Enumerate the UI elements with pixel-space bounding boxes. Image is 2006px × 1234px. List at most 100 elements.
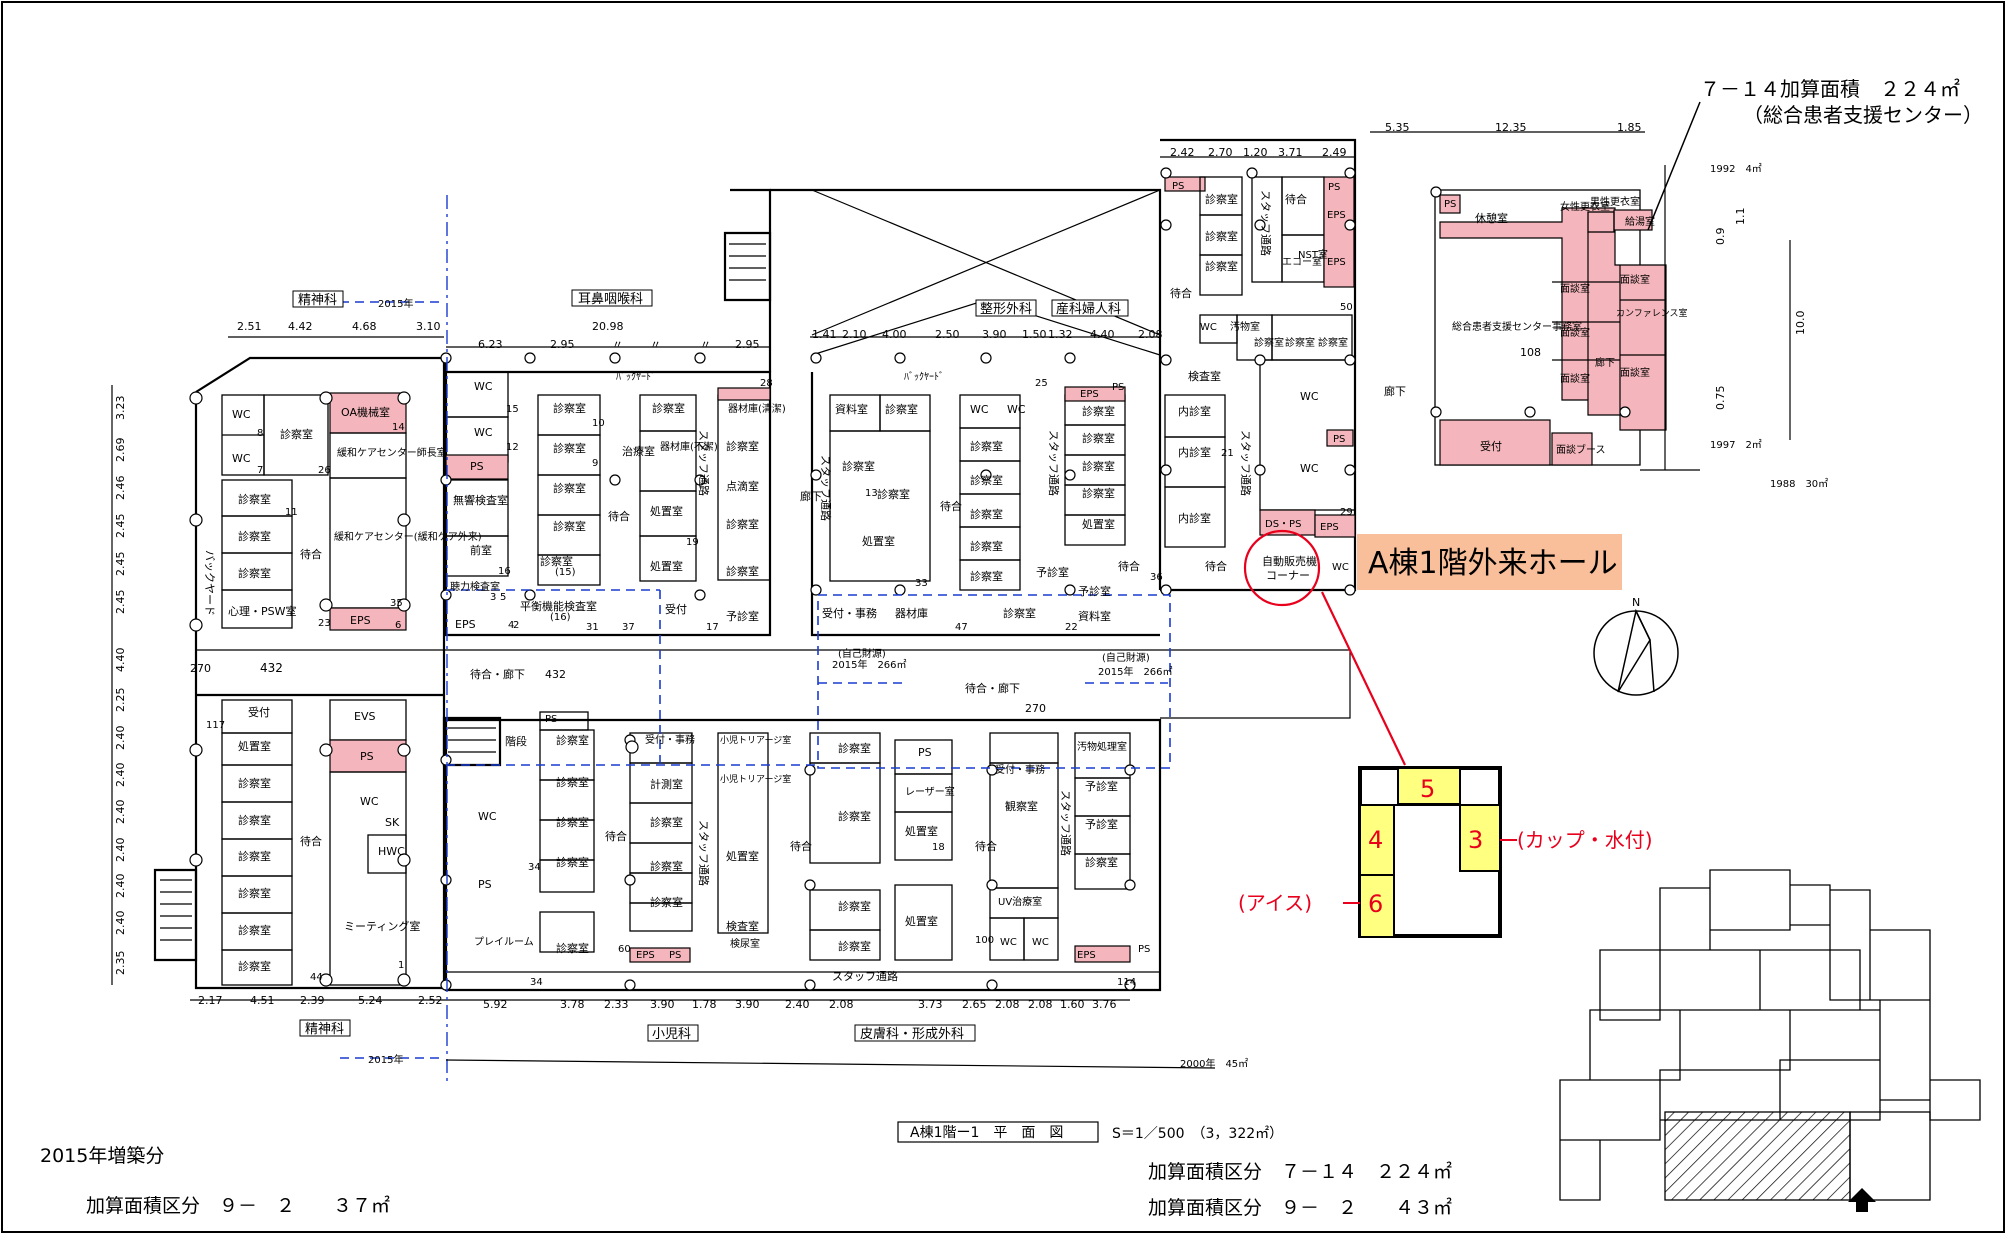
svg-text:診察室: 診察室	[885, 402, 918, 416]
svg-text:5.24: 5.24	[358, 994, 383, 1007]
svg-text:108: 108	[1520, 346, 1541, 359]
svg-text:内診室: 内診室	[1178, 445, 1211, 459]
svg-text:男性更衣室: 男性更衣室	[1590, 195, 1640, 208]
svg-text:平衡機能検査室: 平衡機能検査室	[520, 599, 597, 613]
svg-text:診察室: 診察室	[726, 564, 759, 578]
svg-text:1.32: 1.32	[1048, 328, 1073, 341]
vending-corner: 自動販売機 コーナー	[1243, 529, 1406, 766]
svg-text:診察室: 診察室	[553, 519, 586, 533]
svg-text:受付: 受付	[1480, 440, 1502, 453]
svg-text:PS: PS	[1138, 944, 1150, 955]
svg-text:19: 19	[686, 537, 699, 548]
building-walls	[153, 138, 1357, 992]
svg-text:2.45: 2.45	[114, 590, 127, 615]
svg-text:2.40: 2.40	[114, 874, 127, 899]
svg-text:WC: WC	[1032, 937, 1049, 948]
svg-text:2.40: 2.40	[114, 726, 127, 751]
svg-text:診察室: 診察室	[556, 855, 589, 869]
svg-text:5: 5	[500, 592, 506, 603]
svg-text:WC: WC	[474, 426, 493, 439]
svg-text:休憩室: 休憩室	[1475, 211, 1508, 225]
svg-text:待合: 待合	[605, 829, 627, 843]
dept-seishin-bottom: 精神科	[305, 1022, 344, 1037]
title-block: A棟1階ー1 平 面 図 S＝1／500 （3，322㎡）	[897, 1121, 1283, 1143]
svg-text:計測室: 計測室	[650, 777, 683, 791]
svg-text:内診室: 内診室	[1178, 404, 1211, 418]
svg-text:〃: 〃	[612, 338, 623, 351]
svg-text:総合患者支援センター事務室: 総合患者支援センター事務室	[1452, 320, 1582, 333]
svg-text:34: 34	[528, 862, 541, 873]
svg-text:資料室: 資料室	[835, 402, 868, 416]
label-cup: (カップ・水付)	[1517, 828, 1653, 852]
svg-text:器材庫(清潔): 器材庫(清潔)	[728, 402, 786, 415]
hall-label: A棟1階外来ホール	[1357, 534, 1622, 590]
svg-text:2015年 266㎡: 2015年 266㎡	[832, 658, 907, 671]
svg-text:29: 29	[1340, 507, 1353, 518]
svg-text:3.73: 3.73	[918, 998, 943, 1011]
svg-text:診察室: 診察室	[842, 459, 875, 473]
svg-text:3.78: 3.78	[560, 998, 585, 1011]
svg-text:11: 11	[285, 507, 298, 518]
svg-text:36: 36	[1150, 572, 1163, 583]
svg-text:DS・PS: DS・PS	[1265, 519, 1301, 530]
dept-jibi: 耳鼻咽喉科	[578, 291, 643, 307]
svg-text:20.98: 20.98	[592, 320, 624, 333]
svg-text:治療室: 治療室	[622, 444, 655, 458]
svg-text:面談室: 面談室	[1620, 273, 1650, 286]
svg-text:診察室: 診察室	[238, 813, 271, 827]
svg-text:処置室: 処置室	[650, 559, 683, 573]
svg-text:診察室: 診察室	[238, 776, 271, 790]
svg-text:診察室: 診察室	[838, 939, 871, 953]
svg-text:PS: PS	[470, 460, 484, 473]
svg-text:聴力検査室: 聴力検査室	[450, 580, 500, 593]
svg-text:処置室: 処置室	[238, 739, 271, 753]
room-numbers: 8 7 26 14 23 35 6 11 15 12 10 9 5 4 16 3…	[206, 302, 1353, 988]
slot-3: 3	[1468, 826, 1483, 854]
svg-text:33: 33	[915, 578, 928, 589]
svg-text:待合: 待合	[1205, 559, 1227, 573]
svg-text:270: 270	[1025, 702, 1046, 715]
svg-text:廊下: 廊下	[1384, 384, 1406, 398]
svg-text:診察室: 診察室	[1082, 459, 1115, 473]
svg-text:面談室: 面談室	[1560, 326, 1590, 339]
svg-text:７－１４加算面積 ２２４㎡: ７－１４加算面積 ２２４㎡	[1700, 77, 1960, 101]
svg-text:WC: WC	[232, 452, 251, 465]
svg-text:EPS: EPS	[455, 618, 476, 631]
svg-text:ミーティング室: ミーティング室	[344, 919, 420, 933]
svg-text:3.90: 3.90	[982, 328, 1007, 341]
svg-text:緩和ケアセンター(緩和ケア外来): 緩和ケアセンター(緩和ケア外来)	[334, 530, 482, 543]
svg-text:60: 60	[618, 944, 631, 955]
svg-text:PS: PS	[1333, 434, 1345, 445]
svg-text:診察室: 診察室	[970, 539, 1003, 553]
svg-text:診察室: 診察室	[238, 886, 271, 900]
svg-text:(自己財源): (自己財源)	[838, 647, 886, 660]
svg-text:WC: WC	[970, 403, 989, 416]
svg-text:面談室: 面談室	[1560, 282, 1590, 295]
svg-text:加算面積区分 ９－ ２ ３７㎡: 加算面積区分 ９－ ２ ３７㎡	[86, 1194, 390, 1217]
svg-text:自動販売機: 自動販売機	[1262, 554, 1317, 568]
svg-text:診察室: 診察室	[838, 899, 871, 913]
svg-text:スタッフ通路: スタッフ通路	[1047, 430, 1060, 496]
svg-text:EPS: EPS	[1327, 210, 1346, 221]
svg-text:処置室: 処置室	[905, 914, 938, 928]
svg-text:(自己財源): (自己財源)	[1102, 651, 1150, 664]
key-plan	[1559, 869, 1981, 1212]
svg-text:診察室: 診察室	[877, 487, 910, 501]
svg-text:スタッフ通路: スタッフ通路	[1239, 430, 1252, 496]
svg-text:2.08: 2.08	[1138, 328, 1163, 341]
dept-seishin-top: 精神科	[298, 293, 337, 308]
svg-text:レーザー室: レーザー室	[905, 785, 955, 798]
svg-text:3.71: 3.71	[1278, 146, 1303, 159]
svg-text:1.60: 1.60	[1060, 998, 1085, 1011]
svg-text:診察室: 診察室	[1082, 486, 1115, 500]
svg-text:EPS: EPS	[1320, 522, 1339, 533]
svg-text:診察室: 診察室	[650, 895, 683, 909]
svg-text:診察室: 診察室	[970, 439, 1003, 453]
svg-text:待合: 待合	[1170, 286, 1192, 300]
svg-text:エコー室: エコー室	[1282, 255, 1322, 268]
svg-text:EPS: EPS	[1077, 950, 1096, 961]
svg-text:診察室: 診察室	[1205, 229, 1238, 243]
svg-text:14: 14	[392, 422, 405, 433]
room-partitions	[221, 165, 1700, 986]
svg-text:47: 47	[955, 622, 968, 633]
